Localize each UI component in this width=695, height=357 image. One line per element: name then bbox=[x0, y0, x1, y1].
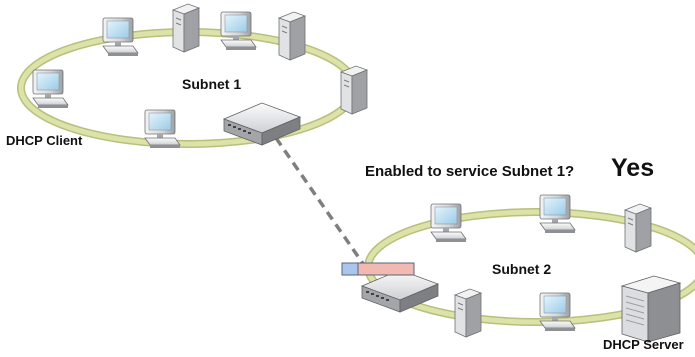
subnet2-label: Subnet 2 bbox=[492, 261, 552, 277]
dhcp-client-label: DHCP Client bbox=[6, 133, 83, 148]
wan-link bbox=[274, 137, 368, 269]
subnet1-label: Subnet 1 bbox=[182, 76, 242, 92]
relay-question: Enabled to service Subnet 1? bbox=[365, 163, 575, 180]
pc-icon bbox=[220, 11, 257, 51]
server-icon bbox=[278, 11, 306, 61]
dhcp-server-icon bbox=[620, 275, 682, 343]
dhcp-client-icon bbox=[32, 69, 69, 109]
relay-answer: Yes bbox=[611, 154, 655, 182]
pc-icon bbox=[102, 17, 139, 57]
pc-icon bbox=[430, 203, 467, 243]
relay-agent-icon bbox=[341, 262, 415, 276]
pc-icon bbox=[144, 109, 181, 149]
server-icon bbox=[340, 65, 368, 115]
server-icon bbox=[454, 288, 482, 338]
server-icon bbox=[624, 203, 652, 253]
pc-icon bbox=[539, 292, 576, 332]
dhcp-server-label: DHCP Server bbox=[603, 337, 684, 352]
server-icon bbox=[172, 3, 200, 53]
pc-icon bbox=[539, 194, 576, 234]
